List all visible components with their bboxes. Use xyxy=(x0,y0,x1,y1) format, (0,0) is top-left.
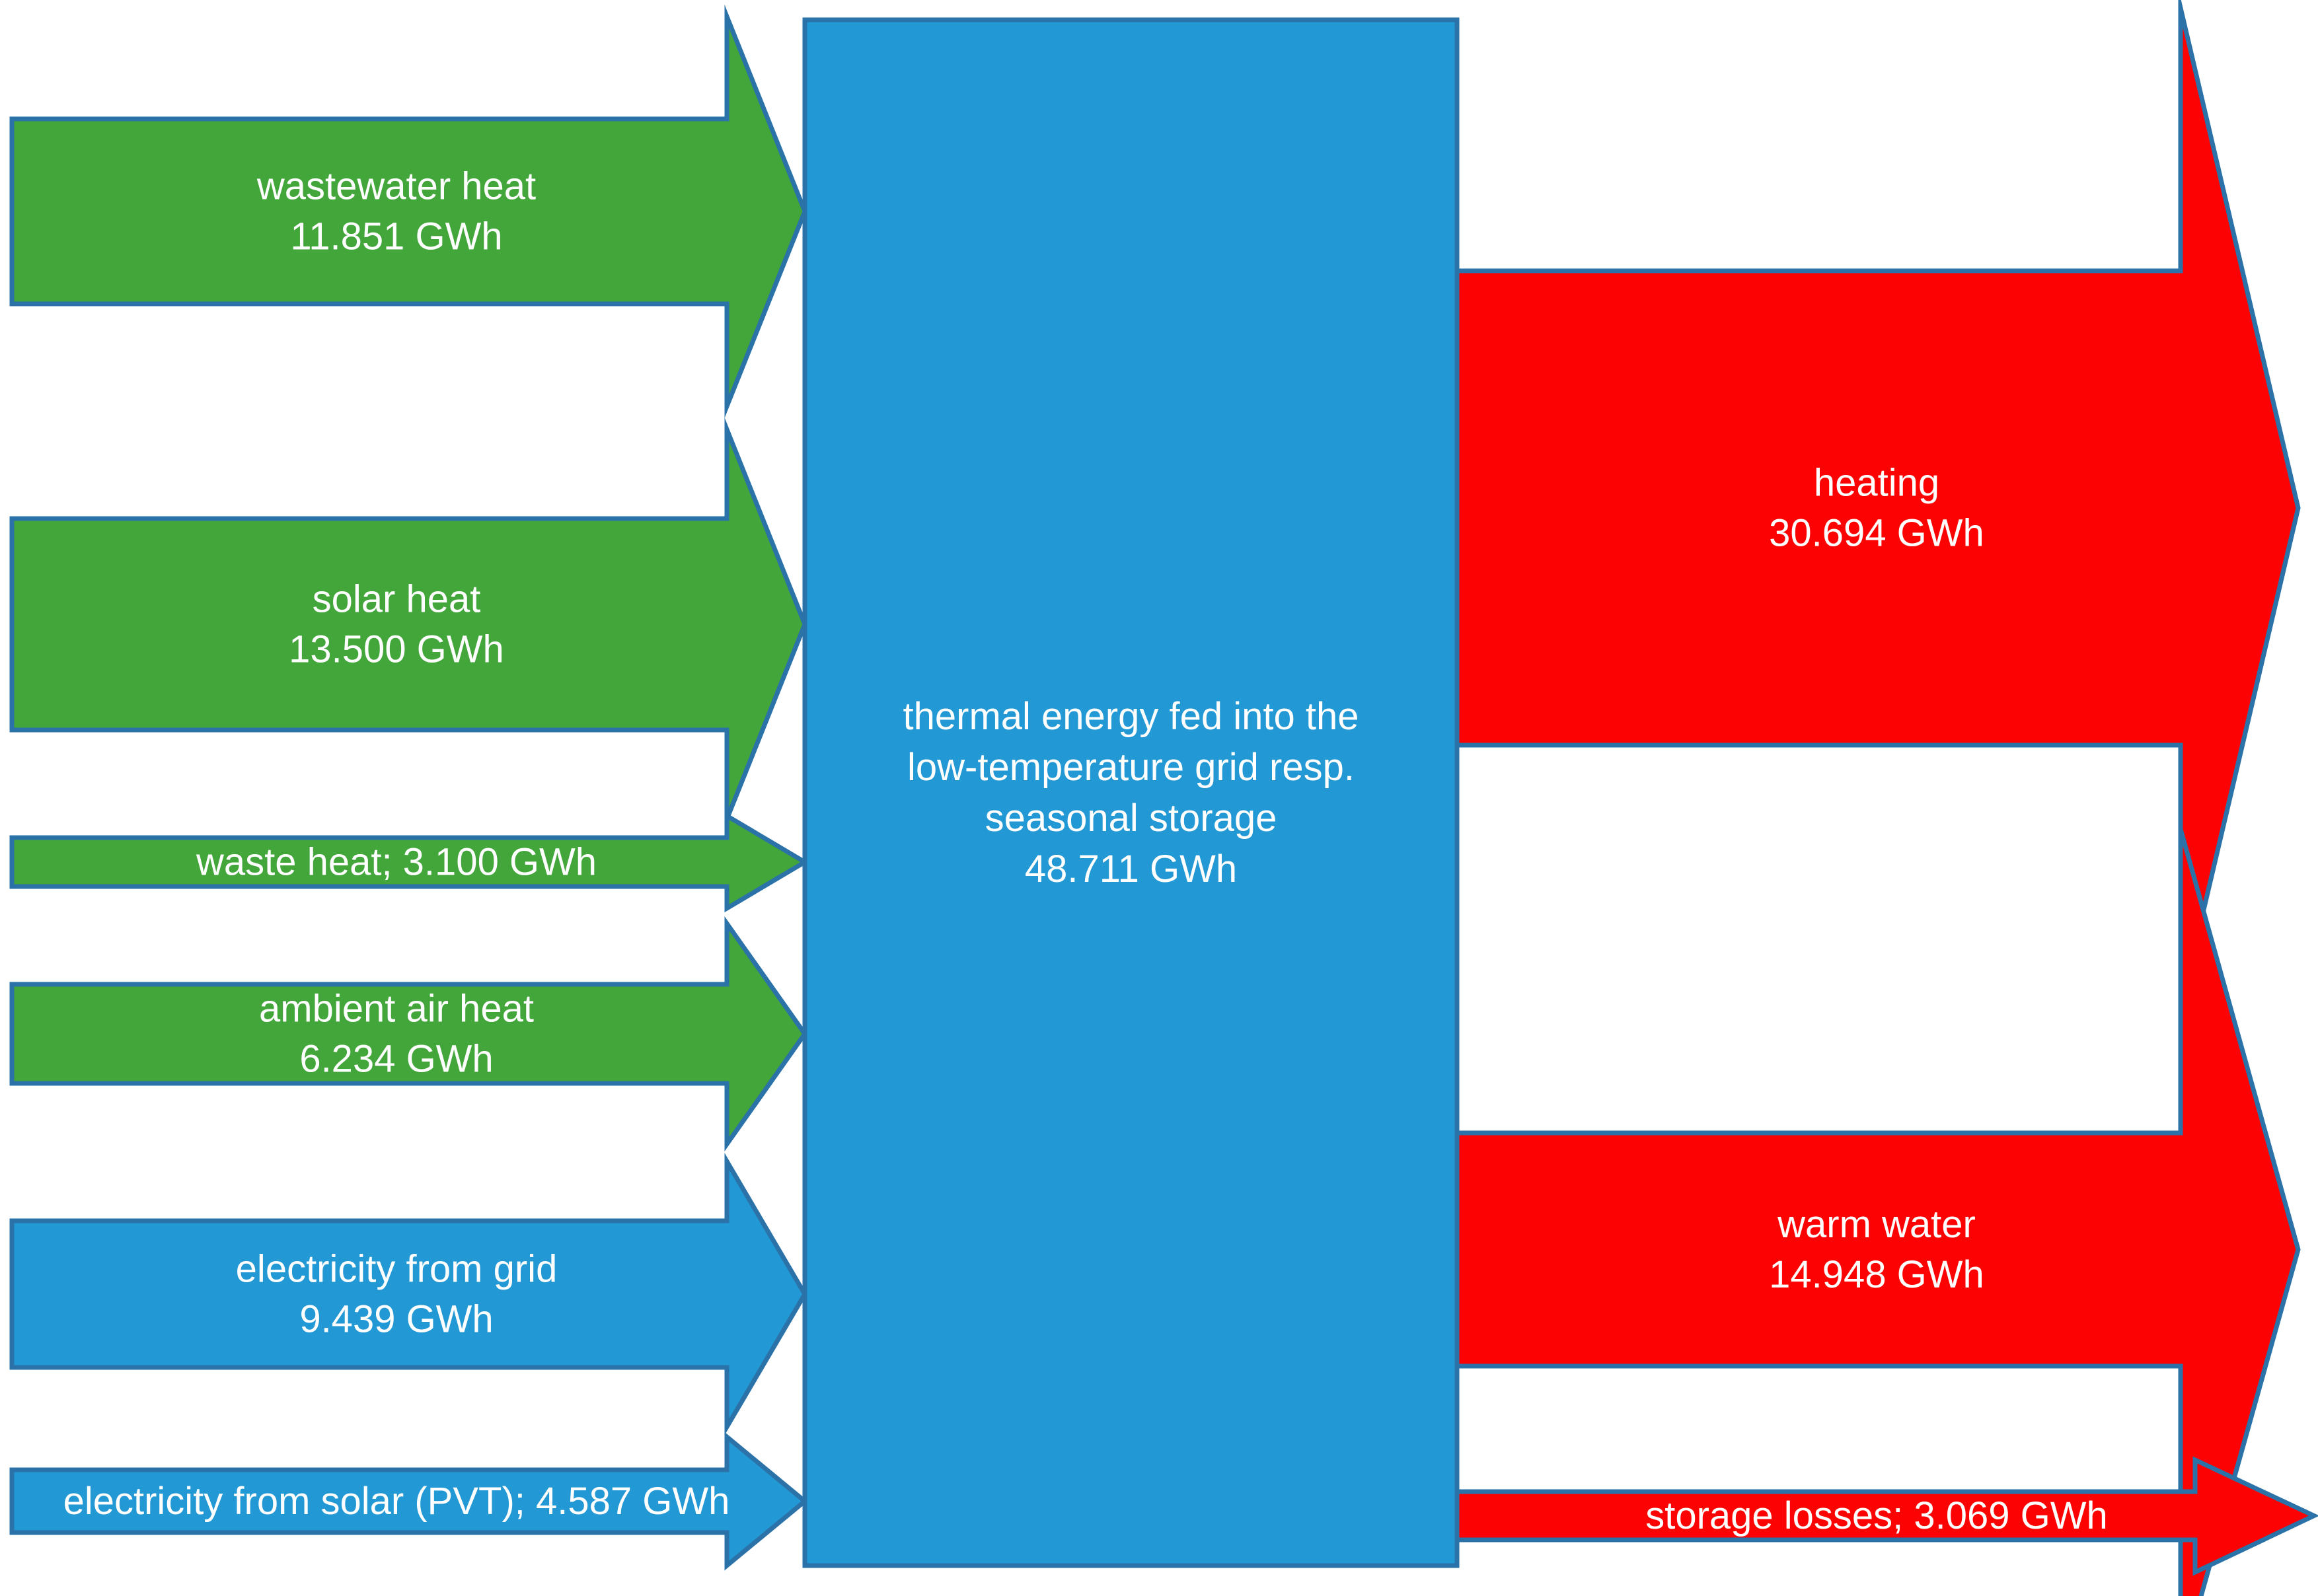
label-ambient-air-heat-line-0: ambient air heat xyxy=(259,988,534,1031)
label-electricity-from-grid-line-0: electricity from grid xyxy=(236,1248,558,1291)
label-wastewater-heat-line-0: wastewater heat xyxy=(256,165,536,208)
label-electricity-from-solar-pvt-line-0: electricity from solar (PVT); 4.587 GWh xyxy=(63,1480,730,1523)
center-node-box xyxy=(802,17,1460,1568)
input-arrow-electricity-from-grid xyxy=(9,1153,808,1435)
label-warm-water-line-1: 14.948 GWh xyxy=(1769,1253,1984,1296)
label-heating-line-0: heating xyxy=(1814,462,1939,505)
label-waste-heat-line-0: waste heat; 3.100 GWh xyxy=(196,841,597,884)
label-heating-line-1: 30.694 GWh xyxy=(1769,512,1984,555)
label-center-node-line-1: low-temperature grid resp. xyxy=(907,746,1355,789)
label-warm-water-line-0: warm water xyxy=(1777,1203,1976,1246)
label-solar-heat-line-0: solar heat xyxy=(313,578,481,621)
label-wastewater-heat-line-1: 11.851 GWh xyxy=(290,215,502,258)
label-center-node-line-3: 48.711 GWh xyxy=(1025,848,1237,890)
output-arrow-warm-water xyxy=(1454,812,2301,1596)
label-solar-heat-line-1: 13.500 GWh xyxy=(289,628,504,671)
label-electricity-from-grid-line-1: 9.439 GWh xyxy=(299,1298,493,1341)
input-arrow-waste-heat xyxy=(9,811,809,913)
input-arrow-solar-heat xyxy=(9,417,807,832)
output-arrow-heating xyxy=(1454,0,2301,1029)
input-arrow-ambient-air-heat xyxy=(9,916,808,1152)
label-center-node-line-2: seasonal storage xyxy=(985,797,1277,840)
output-arrow-storage-losses xyxy=(1454,1456,2318,1576)
label-ambient-air-heat-line-1: 6.234 GWh xyxy=(299,1038,493,1081)
input-arrow-electricity-from-solar-pvt xyxy=(9,1432,809,1571)
input-arrow-wastewater-heat xyxy=(9,4,807,419)
label-storage-losses-line-0: storage losses; 3.069 GWh xyxy=(1645,1494,2108,1537)
label-center-node-line-0: thermal energy fed into the xyxy=(903,695,1359,738)
